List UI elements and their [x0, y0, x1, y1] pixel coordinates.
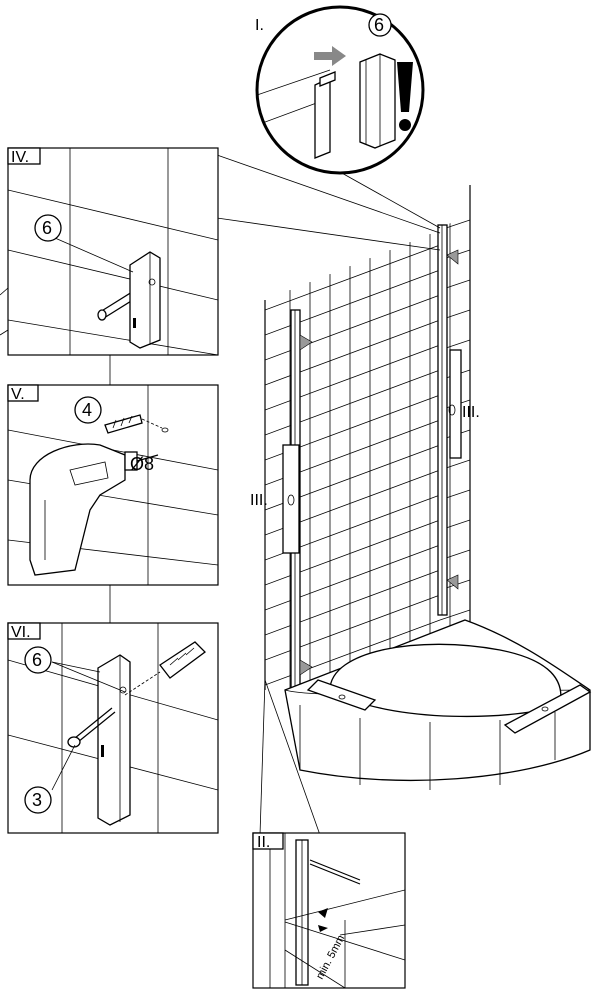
drill-diameter-label: Ø8: [130, 454, 154, 474]
main-shower-view: III. III.: [250, 185, 592, 790]
callout-part-4: 4: [82, 400, 92, 420]
push-arrow-icon: [314, 46, 346, 66]
step-label-iii-left: III.: [250, 492, 268, 509]
left-leader-stubs: [0, 287, 9, 336]
wall-profile-iv: [129, 251, 161, 349]
glass-panel-right: [448, 349, 462, 459]
tray-leg-left: [306, 679, 377, 711]
step-vi-panel: 6 3 VI.: [7, 622, 219, 834]
step-i-detail: 6 I.: [255, 5, 425, 175]
drill-icon: [29, 443, 159, 576]
shower-tray: [284, 619, 592, 790]
callout-part-6-top: 6: [374, 15, 384, 35]
step-iv-panel: 6 IV.: [7, 147, 219, 356]
step-label-v: V.: [11, 386, 25, 403]
step-label-vi: VI.: [11, 624, 31, 641]
wall-profile-vi: [97, 654, 131, 826]
wall-plug-vi: [124, 641, 206, 696]
callout-part-6-iv: 6: [42, 218, 52, 238]
callout-part-6-vi: 6: [32, 650, 42, 670]
screw-vi: [67, 707, 116, 748]
wall-plug-v: [104, 414, 169, 434]
glass-panel-left: [282, 444, 300, 554]
step-v-panel: 4 Ø8 V.: [7, 384, 219, 586]
step-label-ii: II.: [257, 834, 270, 851]
tray-leg-right: [503, 684, 592, 734]
step-label-i: I.: [255, 17, 264, 34]
right-wall-profile: [437, 224, 459, 616]
step-ii-panel: min. 5mm II.: [252, 832, 406, 989]
leader-lines: [109, 154, 441, 836]
step-label-iv: IV.: [11, 149, 29, 166]
callout-part-3: 3: [32, 790, 42, 810]
step-label-iii-right: III.: [462, 404, 480, 421]
exclamation-icon: [397, 62, 413, 131]
